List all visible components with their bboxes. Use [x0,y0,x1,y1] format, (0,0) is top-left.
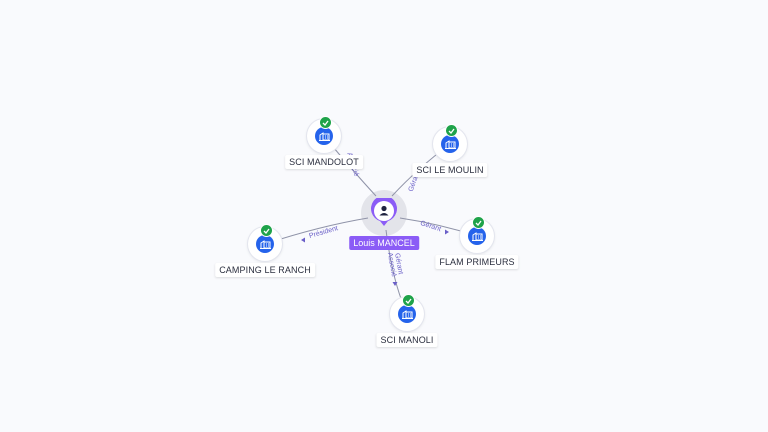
company-node-circle[interactable] [390,294,424,331]
company-node-circle[interactable] [460,216,494,253]
arrow-flam [445,229,449,235]
company-label[interactable]: FLAM PRIMEURS [435,255,519,269]
building-icon [441,135,459,153]
company-label[interactable]: SCI MANOLI [376,333,438,347]
edge-label-sci-manoli-1: Gérant [393,253,404,275]
company-node-circle[interactable] [307,116,341,153]
verified-check-icon [472,216,485,229]
company-label[interactable]: CAMPING LE RANCH [215,263,315,277]
arrow-manoli [392,282,398,286]
building-icon [398,305,416,323]
building-icon [256,235,274,253]
person-label[interactable]: Louis MANCEL [349,236,419,250]
company-node-circle[interactable] [248,224,282,261]
building-icon [315,127,333,145]
building-icon [468,227,486,245]
edge-label-sci-manoli-2: Associé [386,252,397,277]
person-pin[interactable] [369,198,399,228]
edge-label-flam-primeurs: Gérant [419,220,442,233]
company-label[interactable]: SCI LE MOULIN [412,163,488,177]
company-node-circle[interactable] [433,124,467,161]
company-label[interactable]: SCI MANDOLOT [285,155,363,169]
person-icon [379,205,389,216]
verified-check-icon [319,116,332,129]
verified-check-icon [402,294,415,307]
arrow-camping [301,237,305,243]
verified-check-icon [260,224,273,237]
verified-check-icon [445,124,458,137]
